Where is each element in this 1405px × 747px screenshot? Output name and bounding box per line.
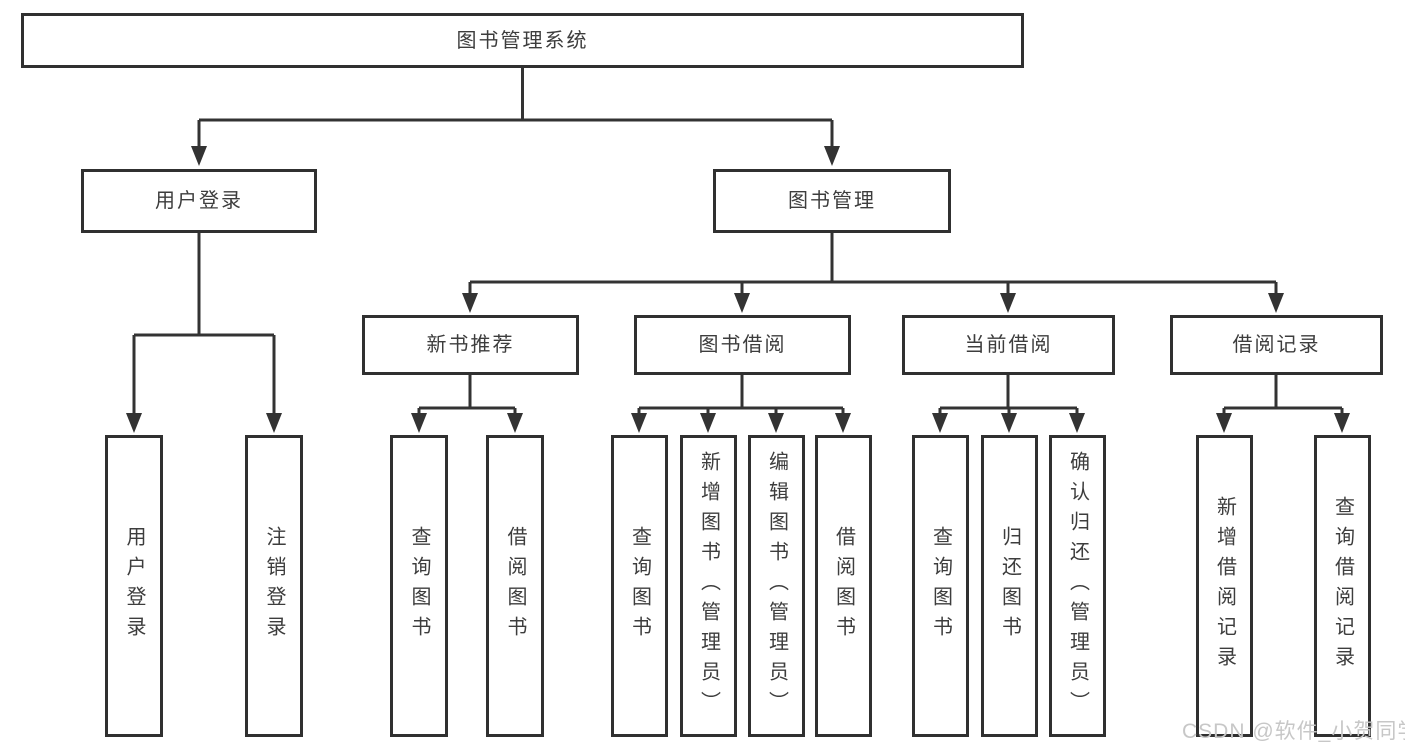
node-new-book-recommend: 新书推荐 (362, 315, 579, 375)
arrowhead-icon (734, 293, 750, 313)
arrowhead-icon (1001, 413, 1017, 433)
arrowhead-icon (631, 413, 647, 433)
leaf-current-return-book: 归还图书 (981, 435, 1038, 737)
leaf-borrow-borrow-book: 借阅图书 (815, 435, 872, 737)
arrowhead-icon (1334, 413, 1350, 433)
node-borrow-records: 借阅记录 (1170, 315, 1383, 375)
csdn-watermark: CSDN @软件_小贺同学 (1182, 720, 1405, 743)
arrowhead-icon (835, 413, 851, 433)
arrowhead-icon (700, 413, 716, 433)
leaf-borrow-query-book: 查询图书 (611, 435, 668, 737)
arrowhead-icon (411, 413, 427, 433)
arrowhead-icon (824, 146, 840, 166)
node-root: 图书管理系统 (21, 13, 1024, 68)
leaf-newrec-query-book: 查询图书 (390, 435, 448, 737)
arrowhead-icon (1268, 293, 1284, 313)
node-book-management: 图书管理 (713, 169, 951, 233)
arrowhead-icon (932, 413, 948, 433)
leaf-newrec-borrow-book: 借阅图书 (486, 435, 544, 737)
arrowhead-icon (126, 413, 142, 433)
leaf-borrow-edit-book-admin: 编辑图书（管理员） (748, 435, 805, 737)
leaf-logout: 注销登录 (245, 435, 303, 737)
leaf-records-query-record: 查询借阅记录 (1314, 435, 1371, 737)
leaf-borrow-add-book-admin: 新增图书（管理员） (680, 435, 737, 737)
arrowhead-icon (1069, 413, 1085, 433)
leaf-records-add-record: 新增借阅记录 (1196, 435, 1253, 737)
arrowhead-icon (768, 413, 784, 433)
leaf-user-login: 用户登录 (105, 435, 163, 737)
node-user-login: 用户登录 (81, 169, 317, 233)
arrowhead-icon (191, 146, 207, 166)
arrowhead-icon (1000, 293, 1016, 313)
arrowhead-icon (266, 413, 282, 433)
arrowhead-icon (507, 413, 523, 433)
leaf-current-query-book: 查询图书 (912, 435, 969, 737)
arrowhead-icon (1216, 413, 1232, 433)
node-book-borrow: 图书借阅 (634, 315, 851, 375)
node-current-borrow: 当前借阅 (902, 315, 1115, 375)
leaf-current-confirm-return-admin: 确认归还（管理员） (1049, 435, 1106, 737)
arrowhead-icon (462, 293, 478, 313)
